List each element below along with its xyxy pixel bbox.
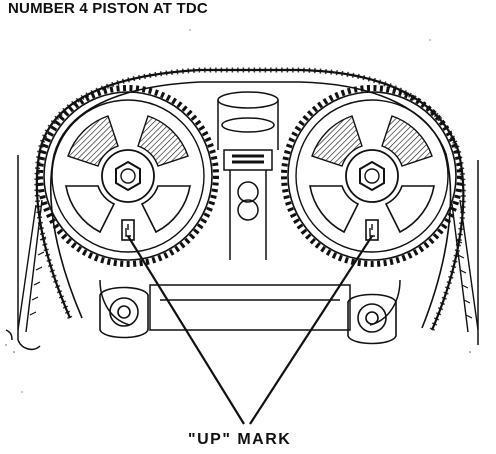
left-up-mark <box>121 219 135 241</box>
figure-title: NUMBER 4 PISTON AT TDC <box>8 0 208 17</box>
engine-housing <box>5 155 479 351</box>
right-up-mark <box>365 219 379 241</box>
left-idler-pulley <box>99 286 149 339</box>
callout-leader-lines <box>127 235 373 425</box>
timing-belt <box>17 67 479 333</box>
scan-noise <box>5 29 471 393</box>
right-camshaft-sprocket <box>281 85 463 267</box>
center-drive-column <box>217 91 279 260</box>
up-mark-callout-label: "UP" MARK <box>188 431 292 448</box>
right-idler-pulley <box>347 293 397 345</box>
cylinder-head <box>99 279 401 331</box>
left-camshaft-sprocket <box>37 85 219 267</box>
